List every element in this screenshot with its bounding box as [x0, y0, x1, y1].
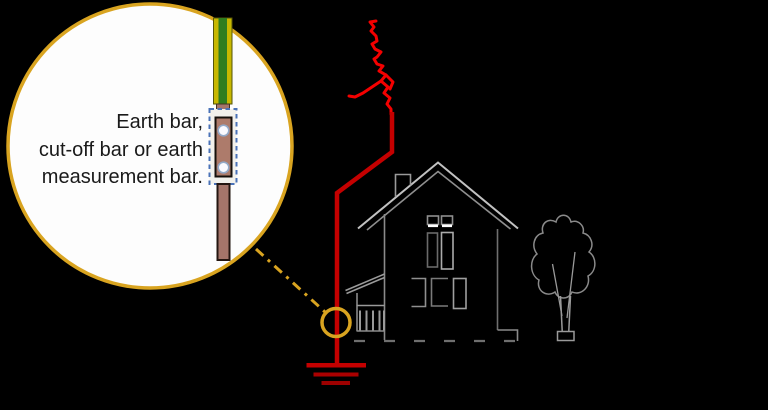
ground-window-left: [411, 277, 427, 308]
tree-base: [556, 330, 575, 342]
lightning-main-channel: [368, 19, 393, 116]
callout-dash-line: [254, 247, 327, 314]
callout-label: Earth bar, cut-off bar or earth measurem…: [39, 109, 203, 192]
porch-roof: [345, 273, 385, 295]
lightning-branch-right: [384, 73, 395, 91]
earth-ground-symbol: [306, 363, 366, 385]
callout-label-line-3: measurement bar.: [41, 166, 203, 188]
ground-bar-middle: [313, 372, 359, 377]
tree-branches: [551, 251, 576, 319]
tree-trunk: [559, 295, 572, 338]
tree-canopy: [530, 214, 596, 299]
ground-bar-bottom: [321, 381, 350, 385]
house-right-step: [497, 329, 519, 341]
earth-bar-bolt-hole-bottom: [217, 161, 230, 174]
ground-window-right: [452, 277, 467, 310]
upper-window-pane-bottomright: [440, 231, 454, 270]
house-chimney: [394, 173, 412, 197]
callout-label-line-1: Earth bar,: [116, 111, 203, 133]
upper-window-pane-topright: [440, 215, 454, 226]
house-roof-inner: [366, 170, 511, 231]
upper-window-pane-bottomleft: [426, 232, 439, 268]
earth-point-highlight-circle: [320, 306, 352, 339]
earth-wire: [213, 17, 233, 110]
lightning-branch-left: [347, 79, 383, 99]
ground-bar-top: [306, 363, 366, 368]
house-roof-outer: [357, 161, 519, 230]
house-silhouette-icon: [345, 161, 519, 343]
upper-window-pane-topleft: [426, 215, 440, 226]
earth-wire-green-stripe: [218, 18, 227, 104]
porch-balusters: [359, 310, 385, 331]
down-conductor: [334, 112, 395, 364]
lightning-bolt-icon: [347, 19, 395, 116]
upper-window-sill-left: [428, 224, 438, 228]
ground-door: [430, 277, 448, 307]
earth-bar-bolt-hole-top: [217, 124, 230, 137]
callout-label-line-2: cut-off bar or earth: [38, 138, 203, 161]
tree-silhouette-icon: [530, 214, 596, 342]
upper-window-sill-right: [442, 224, 452, 228]
earth-rod: [216, 183, 231, 261]
